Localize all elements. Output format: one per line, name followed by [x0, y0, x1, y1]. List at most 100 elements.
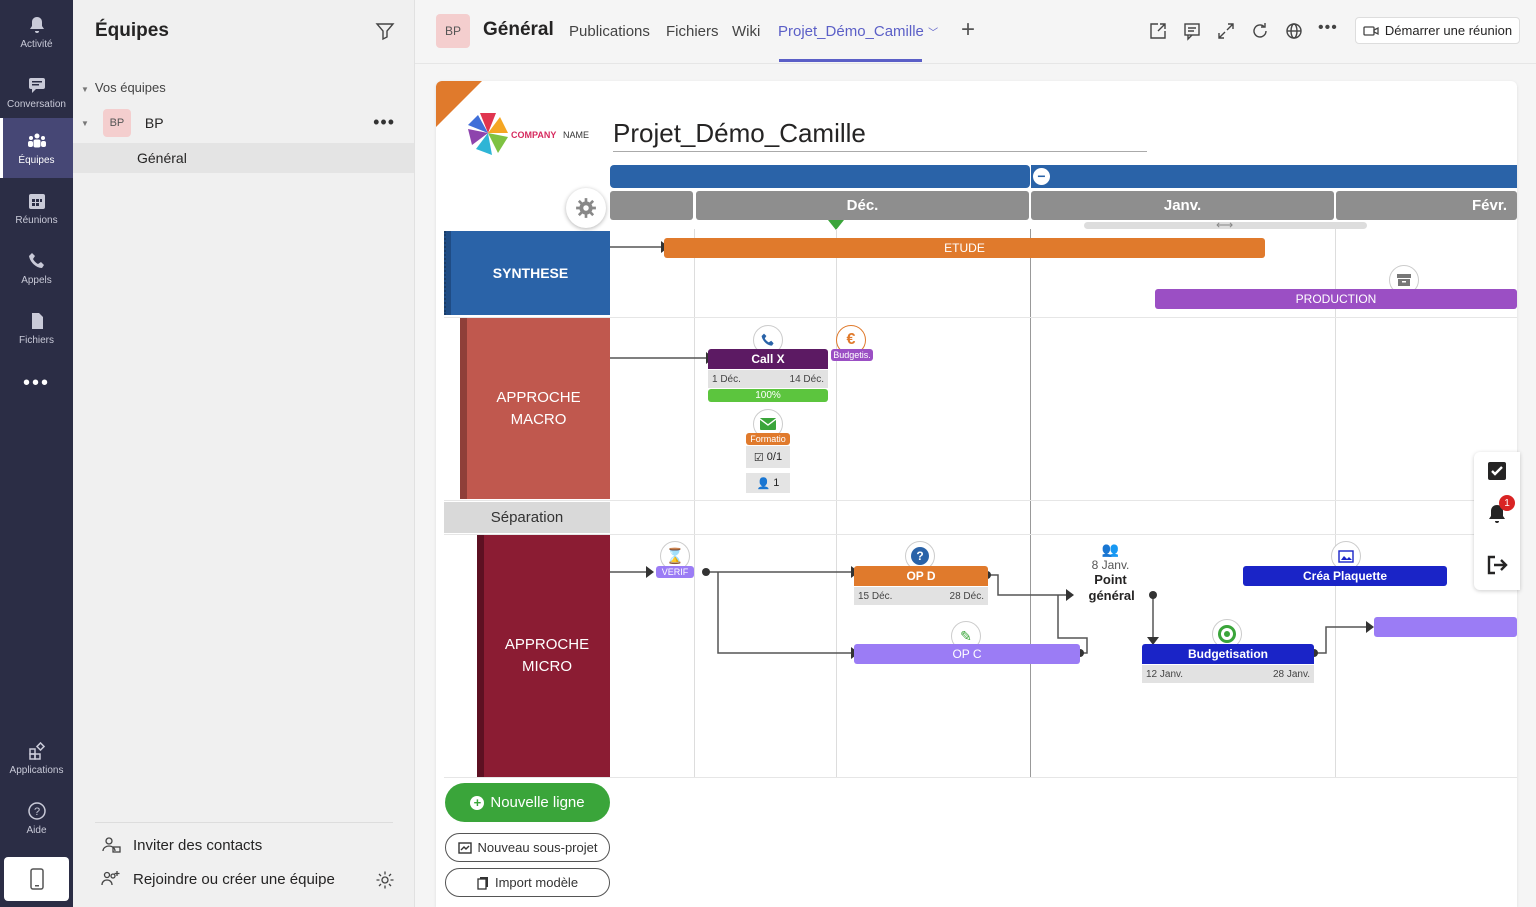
euro-icon: € [846, 331, 856, 348]
archive-icon [1397, 274, 1411, 286]
rail-apps-label: Applications [9, 764, 64, 776]
rail-meetings[interactable]: Réunions [0, 178, 73, 238]
task-op-d[interactable]: OP D [854, 566, 988, 586]
checkbox-icon[interactable] [1485, 459, 1509, 483]
rail-activity[interactable]: Activité [0, 2, 73, 62]
assignee-count: 1 [773, 477, 780, 489]
start-meeting-button[interactable]: Démarrer une réunion [1355, 17, 1520, 44]
join-team-button[interactable]: Rejoindre ou créer une équipe [101, 869, 335, 889]
new-subproject-button[interactable]: Nouveau sous-projet [445, 833, 610, 862]
lane-synthese[interactable]: SYNTHESE [451, 231, 610, 315]
tab-publications[interactable]: Publications [569, 23, 650, 40]
calendar-icon [28, 193, 45, 209]
your-teams-label: Vos équipes [94, 80, 166, 95]
tab-files[interactable]: Fichiers [666, 23, 719, 40]
task-production[interactable]: PRODUCTION [1155, 289, 1517, 309]
lane-separation[interactable]: Séparation [444, 502, 610, 533]
task-budgetis-tag[interactable]: Budgetis. [831, 349, 873, 361]
import-template-button[interactable]: Import modèle [445, 868, 610, 897]
rail-calls[interactable]: Appels [0, 238, 73, 298]
rail-teams-label: Équipes [18, 154, 55, 166]
rail-files-label: Fichiers [18, 334, 54, 346]
more-options-button[interactable]: ••• [1318, 19, 1338, 36]
team-bp[interactable]: ▼ BP BP ••• [81, 108, 407, 138]
new-line-button[interactable]: + Nouvelle ligne [445, 783, 610, 822]
settings-button[interactable] [566, 188, 606, 228]
task-verif-tag[interactable]: VERIF [656, 566, 694, 578]
team-more-button[interactable]: ••• [373, 112, 395, 132]
task-budgetisation-dates: 12 Janv. 28 Janv. [1142, 665, 1314, 683]
task-budgetisation-start: 12 Janv. [1146, 668, 1184, 680]
task-crea-plaquette[interactable]: Créa Plaquette [1243, 566, 1447, 586]
chevron-down-icon: ﹀ [928, 28, 939, 39]
teams-icon [27, 133, 46, 147]
reload-icon[interactable] [1250, 21, 1270, 41]
lane-drag-handle[interactable] [444, 231, 451, 315]
phone-icon [761, 333, 774, 346]
channel-header: BP Général Publications Fichiers Wiki Pr… [415, 0, 1536, 64]
project-title: Projet_Démo_Camille [613, 118, 1147, 152]
import-template-label: Import modèle [494, 875, 579, 890]
lane-approche-macro[interactable]: APPROCHE MACRO [467, 318, 610, 499]
image-icon [1338, 549, 1354, 563]
tab-projet-label: Projet_Démo_Camille [778, 23, 924, 40]
checkbox-icon: ☑ [753, 451, 764, 464]
rail-chat[interactable]: Conversation [0, 62, 73, 122]
task-budgetisation-end: 28 Janv. [1272, 668, 1310, 680]
dependency-connectors [610, 241, 1374, 659]
your-teams-section[interactable]: ▼Vos équipes [81, 80, 166, 95]
collapse-minus-button[interactable]: − [1033, 168, 1050, 185]
conversation-icon[interactable] [1182, 21, 1202, 41]
globe-icon[interactable] [1284, 21, 1304, 41]
new-subproject-label: Nouveau sous-projet [477, 840, 598, 855]
grid-line [694, 229, 695, 777]
rail-teams[interactable]: Équipes [0, 118, 73, 178]
mobile-device-button[interactable] [4, 857, 69, 901]
task-opd-end: 28 Déc. [949, 590, 984, 602]
timeline-scrollbar[interactable] [1084, 222, 1367, 229]
rail-files[interactable]: Fichiers [0, 298, 73, 358]
filter-icon[interactable] [375, 21, 395, 41]
expand-icon[interactable] [1216, 21, 1236, 41]
popout-icon[interactable] [1148, 21, 1168, 41]
task-budgetisation[interactable]: Budgetisation [1142, 644, 1314, 664]
panel-title: Équipes [95, 20, 169, 41]
group-icon: 👥 [1101, 541, 1120, 557]
rail-apps[interactable]: Applications [0, 728, 73, 788]
rail-more[interactable]: ••• [22, 372, 50, 394]
add-tab-button[interactable]: + [961, 16, 976, 43]
task-callx-dates: 1 Déc. 14 Déc. [708, 370, 828, 388]
milestone-point-general[interactable]: 👥 8 Janv. Point général [1073, 541, 1148, 604]
task-formation-tag[interactable]: Formatio [746, 433, 790, 445]
task-callx-progress: 100% [708, 389, 828, 402]
tab-projet-demo-camille[interactable]: Projet_Démo_Camille ﹀ [778, 23, 938, 40]
task-op-c[interactable]: OP C [854, 644, 1080, 664]
timeline-header-bar [610, 165, 1030, 188]
gantt-board: COMPANY NAME Projet_Démo_Camille T1 20 −… [436, 81, 1517, 907]
envelope-icon [760, 418, 776, 430]
task-callx-start: 1 Déc. [712, 373, 741, 385]
channel-general[interactable]: Général [73, 143, 414, 173]
grid-line [1335, 229, 1336, 777]
task-formation-assignees: 👤1 [746, 473, 790, 493]
lane-drag-handle[interactable] [460, 318, 467, 499]
collapse-icon: ▼ [81, 118, 89, 128]
start-meeting-label: Démarrer une réunion [1384, 23, 1513, 38]
join-team-icon [101, 871, 120, 886]
rail-help[interactable]: ? Aide [0, 788, 73, 848]
join-label: Rejoindre ou créer une équipe [133, 870, 335, 888]
resize-arrows-icon[interactable]: ⟷ [1216, 218, 1234, 232]
tab-wiki[interactable]: Wiki [732, 23, 761, 40]
lane-approche-micro[interactable]: APPROCHE MICRO [484, 535, 610, 777]
gear-icon[interactable] [375, 870, 395, 890]
file-icon [31, 312, 43, 329]
invite-contacts-button[interactable]: Inviter des contacts [101, 835, 262, 855]
logout-icon[interactable] [1485, 553, 1509, 577]
task-opd-dates: 15 Déc. 28 Déc. [854, 587, 988, 605]
lane-drag-handle[interactable] [477, 535, 484, 777]
task-unnamed[interactable] [1374, 617, 1517, 637]
task-etude[interactable]: ETUDE [664, 238, 1265, 258]
hourglass-icon: ⌛ [665, 548, 685, 565]
task-call-x[interactable]: Call X [708, 349, 828, 369]
bell-icon[interactable] [1485, 502, 1509, 526]
